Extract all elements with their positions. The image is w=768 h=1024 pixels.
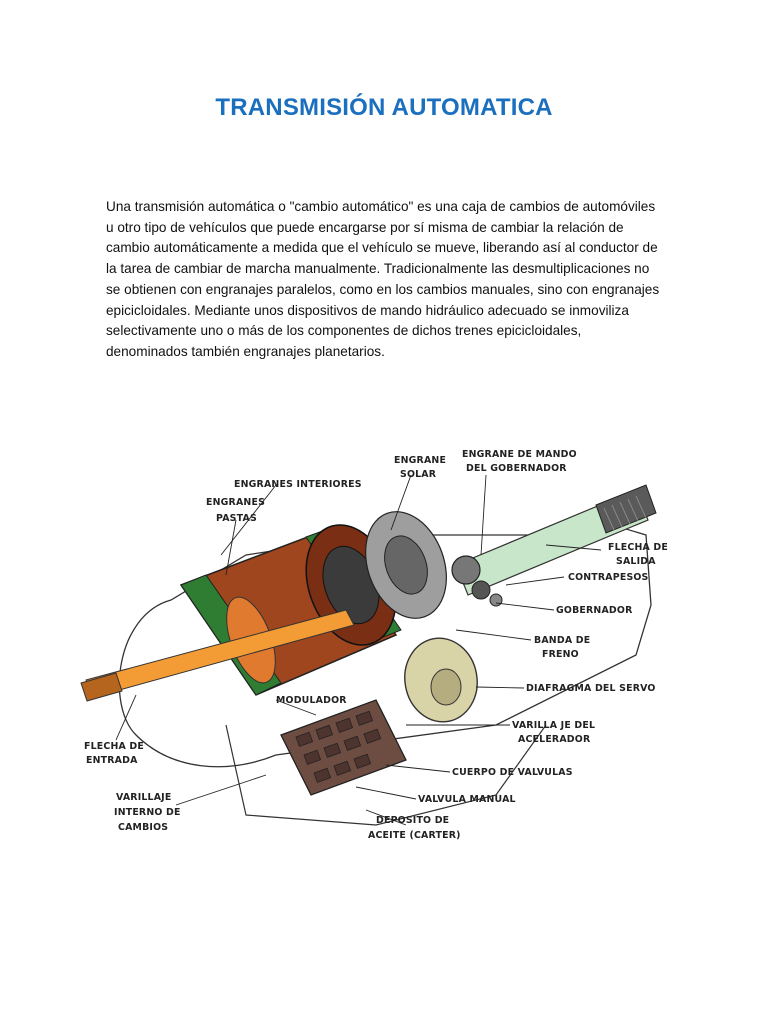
- label-engrane-mando-2: DEL GOBERNADOR: [466, 463, 567, 474]
- label-cuerpo-valvulas: CUERPO DE VALVULAS: [452, 767, 573, 778]
- label-varillaje-int-1: VARILLAJE: [116, 792, 171, 803]
- label-contrapesos: CONTRAPESOS: [568, 572, 649, 583]
- document-title: TRANSMISIÓN AUTOMATICA: [215, 94, 553, 121]
- label-deposito-2: ACEITE (CARTER): [368, 830, 461, 841]
- label-varillaje-acel-1: VARILLA JE DEL: [512, 720, 595, 731]
- label-varillaje-int-3: CAMBIOS: [118, 822, 168, 833]
- label-modulador: MODULADOR: [276, 695, 347, 706]
- planetary-drum: [179, 511, 447, 696]
- label-engrane-mando-1: ENGRANE DE MANDO: [462, 449, 577, 460]
- label-valvula-manual: VALVULA MANUAL: [418, 794, 516, 805]
- input-shaft-group: [80, 609, 355, 702]
- label-banda-freno-1: BANDA DE: [534, 635, 590, 646]
- servo-diaphragm: [404, 637, 478, 723]
- output-shaft-group: [455, 484, 657, 596]
- label-engrane-solar-1: ENGRANE: [394, 455, 446, 466]
- valve-body: [280, 699, 407, 796]
- label-varillaje-int-2: INTERNO DE: [114, 807, 181, 818]
- label-varillaje-acel-2: ACELERADOR: [518, 734, 591, 745]
- label-flecha-entrada-1: FLECHA DE: [84, 741, 144, 752]
- housing-outline: [118, 519, 652, 768]
- body-paragraph: Una transmisión automática o "cambio aut…: [106, 199, 660, 359]
- transmission-diagram: ENGRANES INTERIORES ENGRANES PASTAS ENGR…: [76, 425, 696, 855]
- label-gobernador: GOBERNADOR: [556, 605, 633, 616]
- label-flecha-salida-2: SALIDA: [616, 556, 656, 567]
- label-flecha-salida-1: FLECHA DE: [608, 542, 668, 553]
- label-flecha-entrada-2: ENTRADA: [86, 755, 138, 766]
- governor-gear: [451, 555, 481, 585]
- label-engranes-pastas-1: ENGRANES: [206, 497, 265, 508]
- label-engrane-solar-2: SOLAR: [400, 469, 437, 480]
- label-deposito-1: DEPOSITO DE: [376, 815, 449, 826]
- label-engranes-interiores: ENGRANES INTERIORES: [234, 479, 362, 490]
- label-engranes-pastas-2: PASTAS: [216, 513, 257, 524]
- oil-pan-outline: [225, 724, 547, 826]
- label-banda-freno-2: FRENO: [542, 649, 579, 660]
- label-diafragma-servo: DIAFRAGMA DEL SERVO: [526, 683, 656, 694]
